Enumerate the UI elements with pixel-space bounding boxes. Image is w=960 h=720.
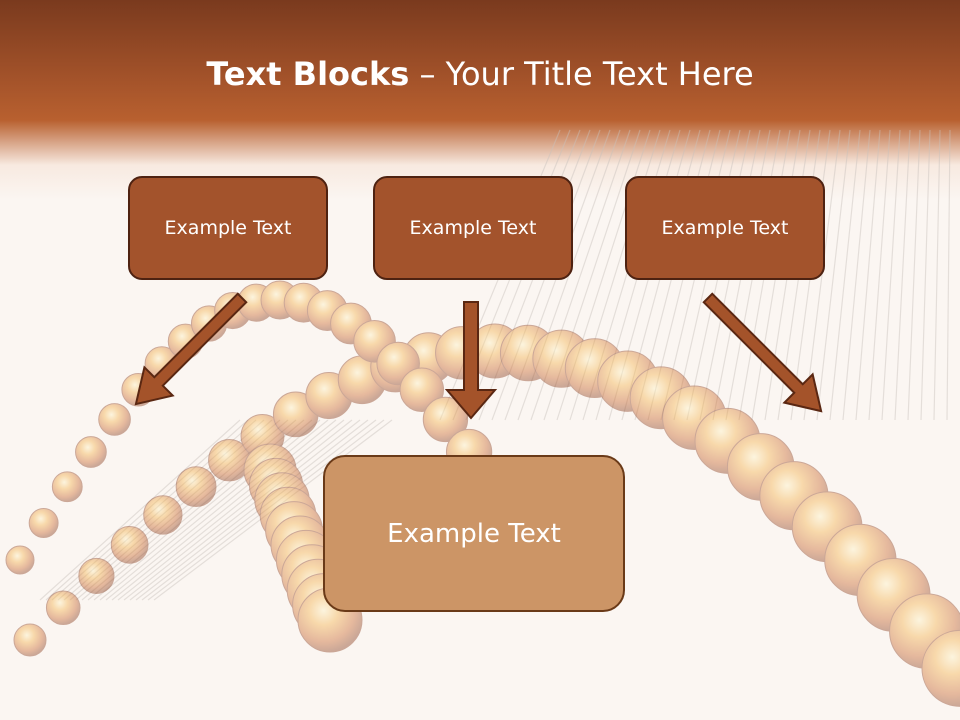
arrow-down-left: [702, 292, 823, 413]
helix-strand: [855, 129, 881, 421]
helix-strand: [881, 129, 901, 421]
example-text-box-1-label: Example Text: [164, 217, 292, 239]
slide-title: Text Blocks – Your Title Text Here: [0, 52, 960, 96]
helix-bead: [921, 629, 960, 707]
helix-strand: [933, 129, 941, 421]
helix-strand: [123, 419, 353, 601]
example-text-box-2[interactable]: Example Text: [373, 176, 573, 280]
title-rest: Your Title Text Here: [445, 55, 754, 93]
arrow-down: [444, 301, 498, 420]
example-text-box-3[interactable]: Example Text: [625, 176, 825, 280]
title-bold: Text Blocks: [206, 55, 410, 93]
helix-bead: [143, 495, 183, 535]
title-banner: [0, 0, 960, 200]
helix-bead: [75, 436, 107, 468]
helix-bead: [175, 466, 217, 508]
helix-bead: [5, 545, 35, 575]
example-text-box-3-label: Example Text: [661, 217, 789, 239]
helix-strand: [816, 129, 851, 421]
example-text-box-main-label: Example Text: [387, 518, 561, 549]
arrow-down-right: [134, 292, 248, 406]
helix-bead: [110, 525, 149, 564]
example-text-box-main[interactable]: Example Text: [323, 455, 625, 612]
helix-bead: [13, 623, 47, 657]
helix-bead: [422, 396, 469, 443]
helix-strand: [894, 129, 911, 421]
example-text-box-2-label: Example Text: [409, 217, 537, 239]
helix-bead: [78, 557, 115, 594]
helix-bead: [98, 403, 131, 436]
helix-strand: [803, 129, 841, 421]
helix-strand: [946, 129, 951, 421]
helix-strand: [868, 129, 891, 421]
example-text-box-1[interactable]: Example Text: [128, 176, 328, 280]
title-separator: –: [409, 55, 446, 93]
helix-bead: [399, 367, 445, 412]
helix-bead: [45, 590, 81, 626]
helix-strand: [39, 419, 241, 601]
helix-strand: [135, 419, 369, 601]
helix-strand: [111, 419, 337, 601]
helix-bead: [51, 471, 83, 503]
helix-strand: [920, 129, 931, 421]
helix-strand: [829, 129, 861, 421]
helix-strand: [907, 129, 921, 421]
helix-strand: [129, 419, 361, 601]
helix-bead: [28, 508, 59, 538]
helix-strand: [117, 419, 345, 601]
helix-strand: [105, 419, 329, 601]
helix-strand: [842, 129, 871, 421]
